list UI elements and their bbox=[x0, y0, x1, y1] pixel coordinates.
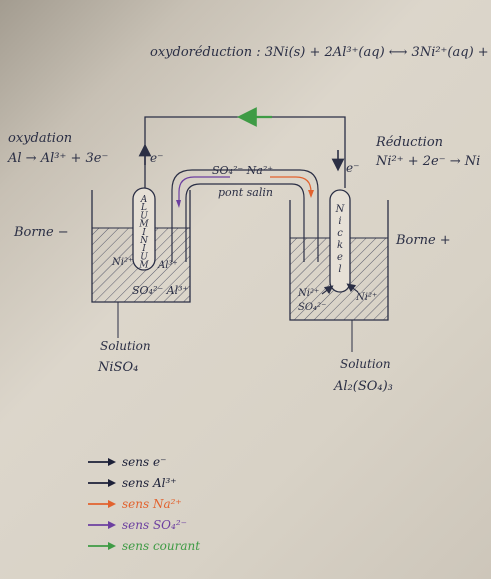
bridge-label: pont salin bbox=[218, 186, 273, 199]
legend: sens e⁻ sens Al³⁺ sens Na²⁺ sens SO₄²⁻ sens … bbox=[88, 455, 200, 553]
left-ion-ni: Ni²⁺ bbox=[111, 257, 133, 268]
right-ion-ni: Ni²⁺ bbox=[297, 288, 319, 299]
nickel-letter: N bbox=[335, 204, 346, 215]
legend-arrowhead bbox=[108, 500, 116, 508]
right-ion-arrow-1 bbox=[321, 285, 334, 295]
aluminium-letter: U bbox=[140, 252, 148, 262]
right-solution-label: Solution bbox=[340, 357, 391, 371]
electron-label-right: e⁻ bbox=[346, 161, 359, 175]
left-ion-al: Al³⁺ bbox=[157, 260, 178, 271]
nickel-letter: k bbox=[337, 240, 343, 251]
aluminium-letter: M bbox=[138, 220, 149, 230]
legend-arrowhead bbox=[108, 458, 116, 466]
legend-arrowhead bbox=[108, 479, 116, 487]
legend-arrowhead bbox=[108, 521, 116, 529]
sodium-path bbox=[270, 176, 312, 196]
legend-label: sens SO₄²⁻ bbox=[122, 518, 187, 532]
aluminium-letter: I bbox=[141, 228, 146, 238]
nickel-letter: l bbox=[338, 264, 341, 275]
nickel-letter: e bbox=[337, 252, 343, 263]
legend-label: sens Na²⁺ bbox=[122, 497, 182, 511]
aluminium-letter: M bbox=[138, 261, 149, 271]
salt-bridge-inner bbox=[185, 183, 305, 262]
right-solution-name: Al₂(SO₄)₃ bbox=[333, 379, 393, 394]
nickel-letter: i bbox=[338, 216, 341, 227]
right-equation: Ni²⁺ + 2e⁻ → Ni bbox=[375, 154, 480, 169]
bridge-ions: SO₄²⁻ Na²⁺ bbox=[212, 164, 273, 177]
right-heading: Réduction bbox=[375, 135, 443, 150]
legend-arrowhead bbox=[108, 542, 116, 550]
legend-label: sens Al³⁺ bbox=[122, 476, 177, 490]
sulfate-arrowhead bbox=[176, 200, 181, 208]
left-solution-label: Solution bbox=[100, 339, 151, 353]
right-ion-side: Ni²⁺ bbox=[355, 292, 377, 303]
sulfate-path bbox=[178, 176, 230, 205]
legend-label: sens courant bbox=[122, 539, 200, 553]
right-terminal: Borne + bbox=[395, 233, 451, 248]
left-solution-name: NiSO₄ bbox=[97, 360, 138, 375]
electron-label-left: e⁻ bbox=[150, 151, 163, 165]
right-beaker bbox=[289, 200, 389, 321]
nickel-electrode bbox=[329, 189, 351, 293]
left-beaker bbox=[91, 190, 191, 303]
left-terminal: Borne − bbox=[13, 225, 69, 240]
nickel-letter: c bbox=[337, 228, 343, 239]
aluminium-letter: N bbox=[139, 236, 149, 246]
right-ion-arrow-2 bbox=[346, 283, 359, 293]
legend-label: sens e⁻ bbox=[122, 455, 166, 469]
left-equation: Al → Al³⁺ + 3e⁻ bbox=[7, 151, 108, 166]
reaction-title: oxydoréduction : 3Ni(s) + 2Al³⁺(aq) ⟷ 3N… bbox=[150, 45, 491, 60]
sodium-arrowhead bbox=[308, 190, 314, 198]
left-heading: oxydation bbox=[8, 131, 72, 146]
aluminium-letter: L bbox=[140, 203, 147, 213]
aluminium-letter: I bbox=[141, 244, 146, 254]
salt-bridge-outer bbox=[171, 169, 319, 262]
aluminium-letter: U bbox=[140, 211, 148, 221]
right-ion-so4: SO₄²⁻ bbox=[298, 302, 326, 313]
aluminium-letter: A bbox=[140, 195, 148, 205]
aluminium-electrode bbox=[132, 187, 156, 271]
left-solution-ions: SO₄²⁻ Al³⁺ bbox=[132, 284, 189, 297]
